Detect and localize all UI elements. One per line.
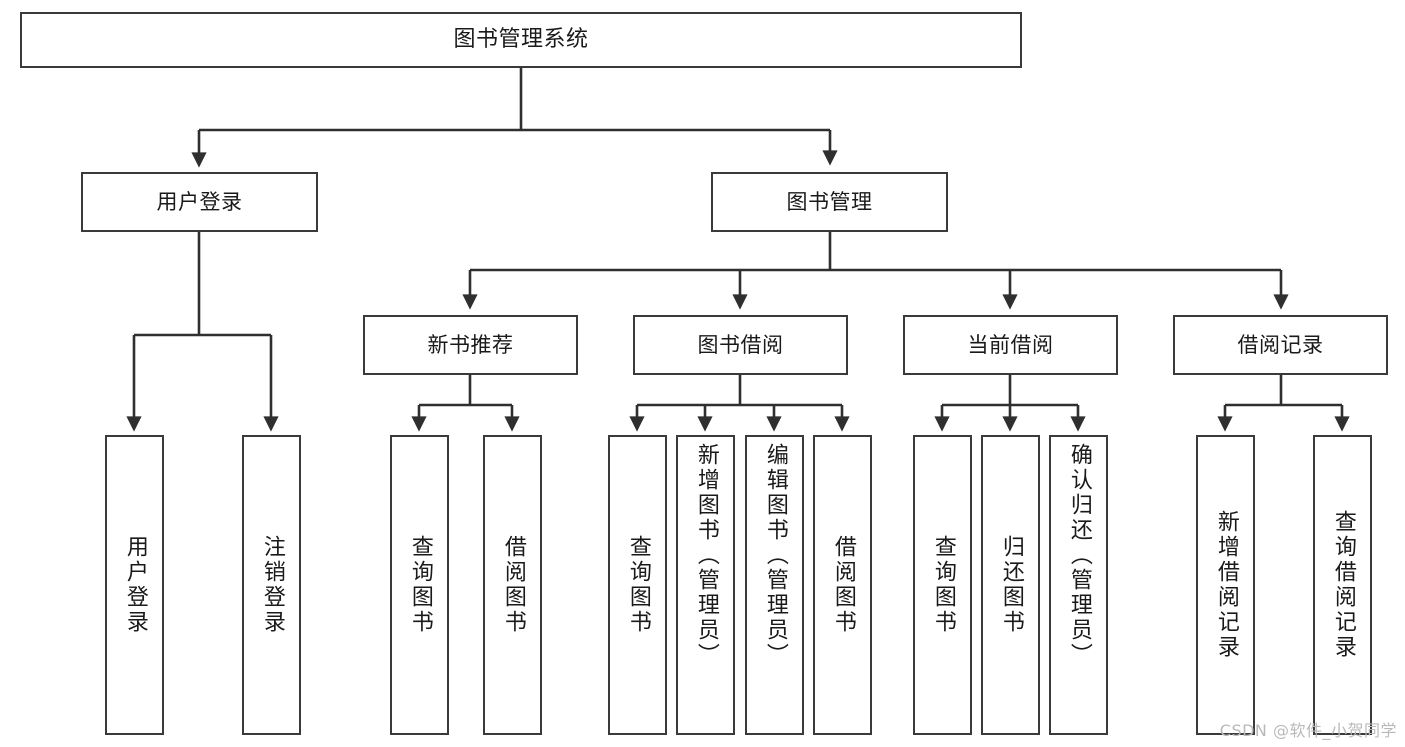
node-user-login[interactable]: 用户登录 <box>81 172 318 232</box>
node-label: 用户登录 <box>156 189 243 214</box>
leaf-user-login-login[interactable]: 用户登录 <box>105 435 164 735</box>
node-label: 注销登录 <box>259 535 285 635</box>
node-label: 查询图书 <box>930 535 956 635</box>
leaf-new-book-borrow-book[interactable]: 借阅图书 <box>483 435 542 735</box>
node-label: 新增图书（管理员） <box>693 443 719 668</box>
node-label: 借阅记录 <box>1237 332 1324 357</box>
leaf-current-borrow-query-book[interactable]: 查询图书 <box>913 435 972 735</box>
leaf-current-borrow-return-book[interactable]: 归还图书 <box>981 435 1040 735</box>
leaf-new-book-query-book[interactable]: 查询图书 <box>390 435 449 735</box>
node-borrow-record[interactable]: 借阅记录 <box>1173 315 1388 375</box>
node-label: 借阅图书 <box>500 535 526 635</box>
node-label: 确认归还（管理员） <box>1066 443 1092 668</box>
node-label: 借阅图书 <box>830 535 856 635</box>
node-label: 编辑图书（管理员） <box>762 443 788 668</box>
node-label: 图书管理 <box>786 189 873 214</box>
node-label: 归还图书 <box>998 535 1024 635</box>
node-label: 图书管理系统 <box>453 27 589 53</box>
node-label: 用户登录 <box>122 535 148 635</box>
node-book-borrow[interactable]: 图书借阅 <box>633 315 848 375</box>
leaf-borrow-record-query-record[interactable]: 查询借阅记录 <box>1313 435 1372 735</box>
node-label: 查询图书 <box>625 535 651 635</box>
node-book-management[interactable]: 图书管理 <box>711 172 948 232</box>
node-label: 图书借阅 <box>697 332 784 357</box>
node-new-book-recommend[interactable]: 新书推荐 <box>363 315 578 375</box>
leaf-user-login-logout[interactable]: 注销登录 <box>242 435 301 735</box>
csdn-watermark: CSDN @软件_小贺同学 <box>1219 721 1397 740</box>
leaf-book-borrow-edit-book-admin[interactable]: 编辑图书（管理员） <box>745 435 804 735</box>
node-label: 查询借阅记录 <box>1330 510 1356 660</box>
leaf-book-borrow-query-book[interactable]: 查询图书 <box>608 435 667 735</box>
leaf-book-borrow-borrow-book[interactable]: 借阅图书 <box>813 435 872 735</box>
node-label: 查询图书 <box>407 535 433 635</box>
leaf-borrow-record-add-record[interactable]: 新增借阅记录 <box>1196 435 1255 735</box>
node-current-borrow[interactable]: 当前借阅 <box>903 315 1118 375</box>
node-label: 当前借阅 <box>967 332 1054 357</box>
node-label: 新书推荐 <box>427 332 514 357</box>
node-root-book-management-system[interactable]: 图书管理系统 <box>20 12 1022 68</box>
node-label: 新增借阅记录 <box>1213 510 1239 660</box>
leaf-current-borrow-confirm-return-admin[interactable]: 确认归还（管理员） <box>1049 435 1108 735</box>
leaf-book-borrow-add-book-admin[interactable]: 新增图书（管理员） <box>676 435 735 735</box>
